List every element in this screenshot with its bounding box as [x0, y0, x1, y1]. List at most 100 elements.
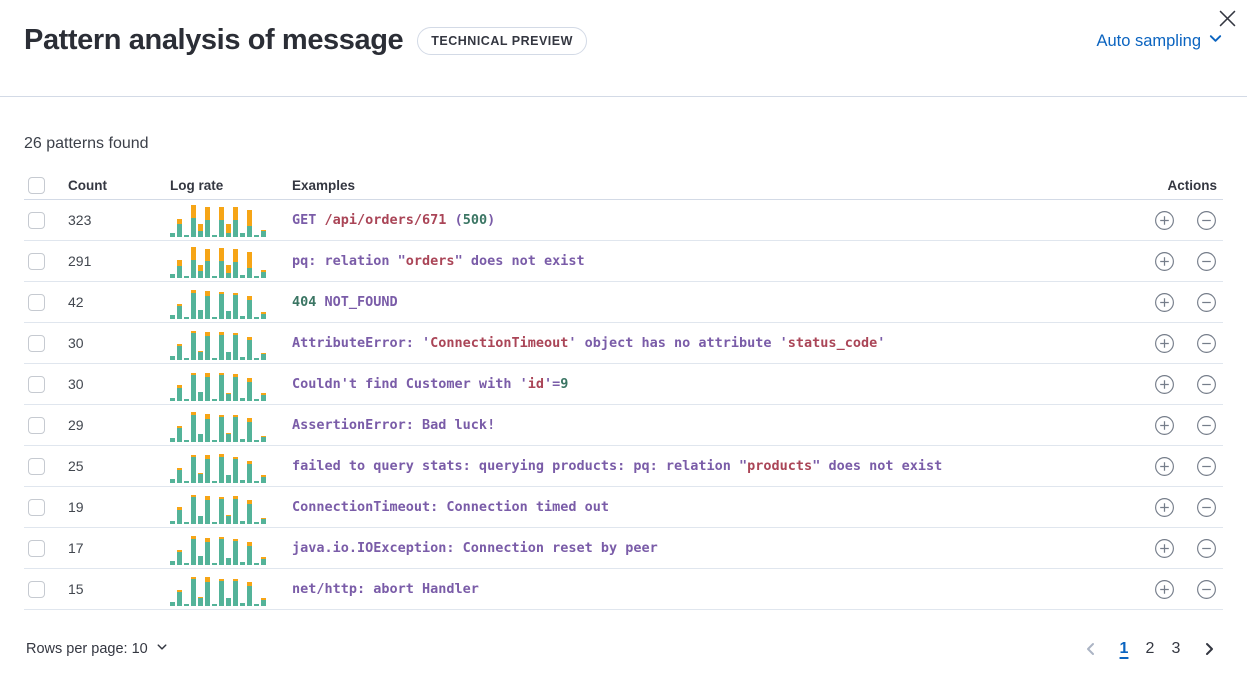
- sparkline-bar: [170, 398, 175, 401]
- minus-circle-icon[interactable]: [1195, 291, 1217, 313]
- sparkline-bar: [212, 563, 217, 565]
- close-icon[interactable]: [1213, 4, 1241, 32]
- page-button-3[interactable]: 3: [1163, 636, 1189, 662]
- page-button-2[interactable]: 2: [1137, 636, 1163, 662]
- sparkline-bar: [226, 433, 231, 442]
- sparkline-bar: [191, 455, 196, 483]
- sparkline-bar: [261, 270, 266, 278]
- sampling-label: Auto sampling: [1096, 31, 1201, 50]
- sparkline-bar: [233, 539, 238, 565]
- sparkline-bar: [198, 473, 203, 483]
- sparkline-bar: [212, 399, 217, 401]
- sparkline-bar: [177, 590, 182, 606]
- plus-circle-icon[interactable]: [1153, 414, 1175, 436]
- minus-circle-icon[interactable]: [1195, 332, 1217, 354]
- rows-per-page-dropdown[interactable]: Rows per page: 10: [26, 641, 168, 657]
- next-page-icon[interactable]: [1197, 637, 1221, 661]
- row-checkbox[interactable]: [28, 375, 45, 393]
- minus-circle-icon[interactable]: [1195, 496, 1217, 518]
- sparkline-bar: [254, 276, 259, 278]
- sparkline-bar: [219, 373, 224, 401]
- row-checkbox[interactable]: [28, 580, 45, 598]
- plus-circle-icon[interactable]: [1153, 209, 1175, 231]
- minus-circle-icon[interactable]: [1195, 209, 1217, 231]
- column-header-examples: Examples: [292, 177, 356, 193]
- pattern-analysis-flyout: Pattern analysis of message TECHNICAL PR…: [0, 4, 1247, 662]
- plus-circle-icon[interactable]: [1153, 537, 1175, 559]
- minus-circle-icon[interactable]: [1195, 414, 1217, 436]
- sparkline-bar: [170, 479, 175, 483]
- plus-circle-icon[interactable]: [1153, 250, 1175, 272]
- sparkline-bar: [233, 579, 238, 606]
- sparkline-bar: [247, 252, 252, 278]
- log-rate-sparkline: [170, 367, 270, 401]
- sparkline-bar: [261, 312, 266, 319]
- row-checkbox[interactable]: [28, 416, 45, 434]
- table-header-row: Count Log rate Examples Actions: [24, 171, 1223, 200]
- plus-circle-icon[interactable]: [1153, 291, 1175, 313]
- sparkline-bar: [205, 373, 210, 401]
- sparkline-bar: [170, 438, 175, 442]
- previous-page-icon[interactable]: [1079, 637, 1103, 661]
- row-count: 42: [68, 294, 84, 310]
- plus-circle-icon[interactable]: [1153, 496, 1175, 518]
- minus-circle-icon[interactable]: [1195, 537, 1217, 559]
- minus-circle-icon[interactable]: [1195, 578, 1217, 600]
- sparkline-bar: [205, 249, 210, 278]
- plus-circle-icon[interactable]: [1153, 578, 1175, 600]
- sparkline-bar: [205, 291, 210, 319]
- sparkline-bar: [184, 604, 189, 606]
- log-rate-sparkline: [170, 244, 270, 278]
- sparkline-bar: [184, 481, 189, 483]
- sparkline-bar: [254, 522, 259, 524]
- row-checkbox[interactable]: [28, 498, 45, 516]
- sparkline-bar: [170, 233, 175, 237]
- minus-circle-icon[interactable]: [1195, 455, 1217, 477]
- sparkline-bar: [254, 235, 259, 237]
- sparkline-bar: [191, 495, 196, 524]
- example-message: AssertionError: Bad luck!: [292, 417, 496, 433]
- sparkline-bar: [177, 304, 182, 319]
- sparkline-bar: [184, 522, 189, 524]
- minus-circle-icon[interactable]: [1195, 250, 1217, 272]
- plus-circle-icon[interactable]: [1153, 332, 1175, 354]
- sparkline-bar: [177, 550, 182, 565]
- sparkline-bar: [205, 538, 210, 565]
- sparkline-bar: [191, 331, 196, 360]
- table-row: 25 failed to query stats: querying produ…: [24, 446, 1223, 487]
- sparkline-bar: [184, 399, 189, 401]
- sparkline-bar: [198, 516, 203, 524]
- row-checkbox[interactable]: [28, 457, 45, 475]
- sparkline-bar: [254, 481, 259, 483]
- sparkline-bar: [177, 426, 182, 442]
- minus-circle-icon[interactable]: [1195, 373, 1217, 395]
- sparkline-bar: [226, 311, 231, 319]
- plus-circle-icon[interactable]: [1153, 455, 1175, 477]
- sparkline-bar: [240, 316, 245, 319]
- row-checkbox[interactable]: [28, 334, 45, 352]
- flyout-body: 26 patterns found Count Log rate Example…: [0, 135, 1247, 662]
- sparkline-bar: [254, 440, 259, 442]
- sparkline-bar: [191, 536, 196, 565]
- row-count: 30: [68, 335, 84, 351]
- sparkline-bar: [233, 496, 238, 524]
- sparkline-bar: [184, 440, 189, 442]
- example-message: net/http: abort Handler: [292, 581, 479, 597]
- row-checkbox[interactable]: [28, 211, 45, 229]
- sparkline-bar: [219, 497, 224, 524]
- sparkline-bar: [212, 522, 217, 524]
- table-row: 29 AssertionError: Bad luck!: [24, 405, 1223, 446]
- plus-circle-icon[interactable]: [1153, 373, 1175, 395]
- select-all-checkbox[interactable]: [28, 176, 45, 194]
- sparkline-bar: [261, 353, 266, 360]
- sampling-dropdown[interactable]: Auto sampling: [1096, 31, 1223, 51]
- sparkline-bar: [191, 412, 196, 442]
- row-checkbox[interactable]: [28, 539, 45, 557]
- table-row: 291 pq: relation "orders" does not exist: [24, 241, 1223, 282]
- page-title: Pattern analysis of message: [24, 24, 404, 56]
- sparkline-bar: [247, 378, 252, 401]
- row-checkbox[interactable]: [28, 252, 45, 270]
- row-checkbox[interactable]: [28, 293, 45, 311]
- page-button-1[interactable]: 1: [1111, 636, 1137, 662]
